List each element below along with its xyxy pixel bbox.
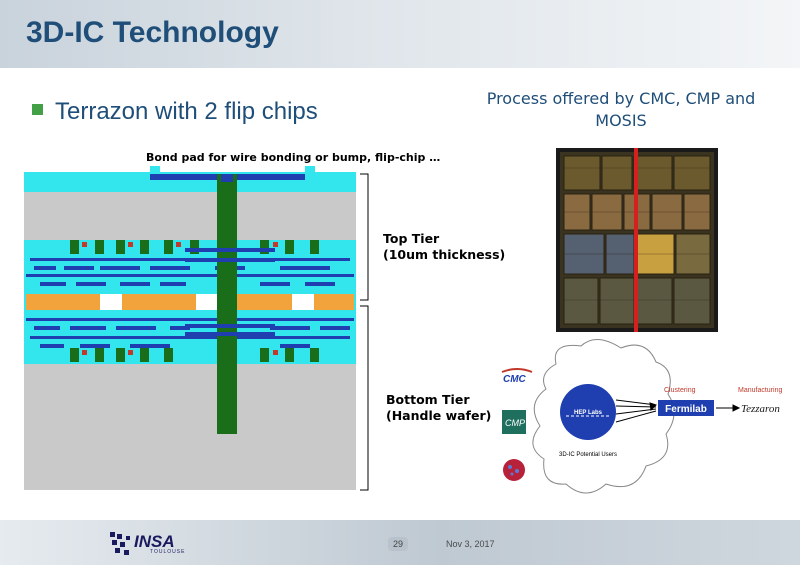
cross-section-diagram <box>24 166 369 491</box>
insa-logo-text: INSA <box>134 532 175 551</box>
cmp-logo-text: CMP <box>505 418 525 428</box>
slide-title: 3D-IC Technology <box>26 16 279 49</box>
bullet-square-icon <box>32 104 43 115</box>
cmp-logo-icon: CMP <box>502 410 526 434</box>
page-number: 29 <box>388 537 408 551</box>
process-text: Process offered by CMC, CMP and MOSIS <box>486 89 756 130</box>
manufacturing-text: Manufacturing <box>738 387 782 394</box>
chip-die-image <box>556 148 718 332</box>
potential-users-text: 3D-IC Potential Users <box>559 452 617 458</box>
top-tier-label: Top Tier (10um thickness) <box>383 231 506 262</box>
flow-diagram: HEP Labs 3D-IC Potential Users Fermilab … <box>532 339 782 494</box>
insa-logo-icon <box>110 532 130 555</box>
insa-logo-sub: TOULOUSE <box>150 549 186 555</box>
bottom-tier-label: Bottom Tier (Handle wafer) <box>386 392 492 423</box>
clustering-text: Clustering <box>664 387 696 394</box>
bond-pad-caption: Bond pad for wire bonding or bump, flip-… <box>146 151 441 164</box>
slide-header <box>0 0 800 68</box>
fermilab-text: Fermilab <box>665 404 707 415</box>
tezzaron-text: Tezzaron <box>741 403 780 415</box>
bullet-text: Terrazon with 2 flip chips <box>55 98 318 125</box>
slide-date: Nov 3, 2017 <box>446 539 495 549</box>
cmc-logo-text: CMC <box>503 374 527 385</box>
cmc-logo-icon: CMC <box>501 368 533 385</box>
mosis-logo-icon <box>503 459 525 481</box>
hep-labs-text: HEP Labs <box>574 410 603 416</box>
